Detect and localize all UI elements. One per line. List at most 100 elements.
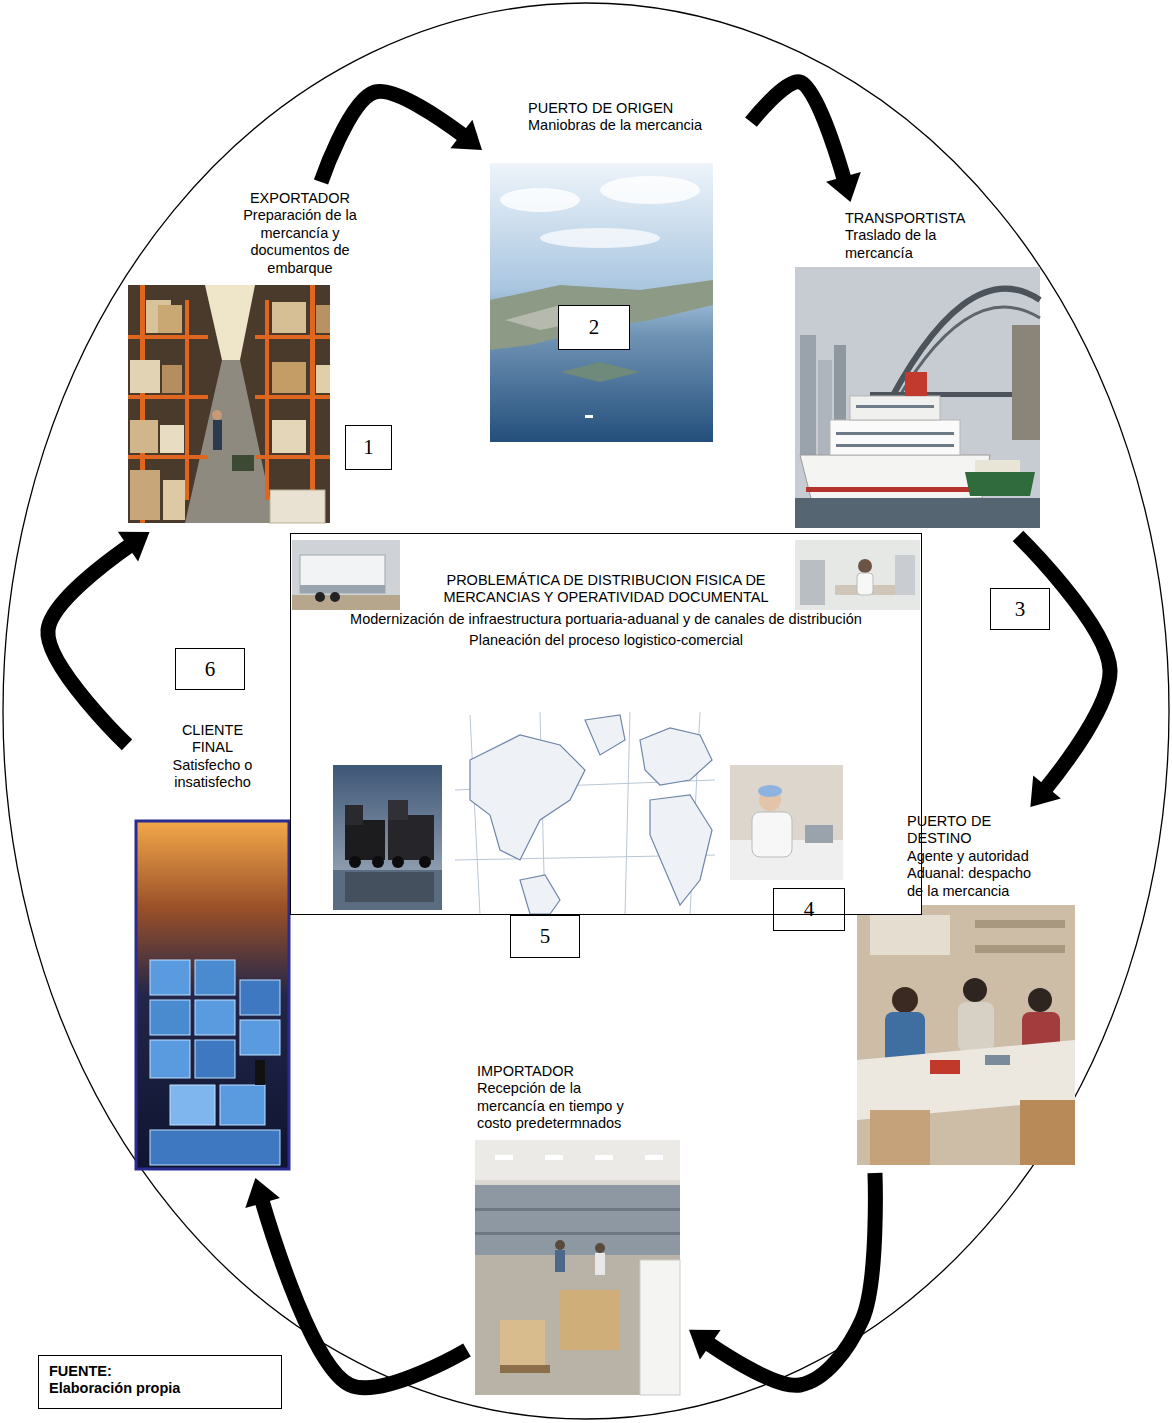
- cold-storage-photo: [255, 1060, 265, 1085]
- arrow-head: [826, 172, 861, 202]
- lab-photo: [758, 785, 782, 797]
- importer-warehouse-photo: [475, 1185, 680, 1255]
- warehouse-photo: [162, 365, 182, 393]
- customs-work-photo: [1020, 1100, 1075, 1165]
- cold-storage-photo: [170, 1085, 215, 1125]
- ship-photo: [856, 405, 934, 408]
- text-group: FUENTE:Elaboración propia: [49, 1363, 271, 1398]
- importer-warehouse-photo: [500, 1320, 545, 1365]
- ship-photo: [830, 420, 960, 455]
- text-group: PROBLEMÁTICA DE DISTRIBUCION FISICA DE M…: [291, 572, 921, 650]
- customs-work-photo: [1028, 988, 1052, 1012]
- world-map: [520, 875, 560, 914]
- trucks-photo: [333, 765, 442, 910]
- importer-warehouse-photo: [475, 1232, 680, 1235]
- cold-storage-photo: [195, 1000, 235, 1035]
- world-map: [470, 735, 585, 860]
- station-title: TRANSPORTISTA: [845, 210, 985, 227]
- arrow-head: [689, 1330, 721, 1360]
- station-group: PUERTO DE DESTINOAgente y autoridad Adua…: [855, 813, 1077, 1167]
- text-group: CLIENTE FINALSatisfecho o insatisfecho: [160, 722, 265, 792]
- arrow-head: [245, 1178, 280, 1208]
- lab-photo: [730, 765, 843, 880]
- aerial-port-photo: [490, 280, 713, 350]
- office-photo: [795, 540, 920, 610]
- warehouse-photo: [128, 455, 208, 459]
- trucks-photo: [345, 820, 385, 860]
- lab-photo: [752, 812, 792, 857]
- office-photo: [895, 555, 915, 595]
- callout-number-box: 6: [175, 648, 245, 690]
- station-description: Maniobras de la mercancia: [528, 117, 743, 134]
- station-title: PUERTO DE ORIGEN: [528, 100, 743, 117]
- customs-work-photo: [985, 1055, 1010, 1065]
- cold-storage-photo: [195, 960, 235, 995]
- importer-warehouse-photo: [595, 1155, 613, 1160]
- arrow-head: [118, 532, 150, 562]
- warehouse-photo: [128, 335, 208, 339]
- warehouse-photo: [255, 455, 330, 459]
- callout-number: 6: [205, 659, 216, 680]
- trailer-photo: [292, 595, 400, 610]
- importer-warehouse-photo: [475, 1140, 680, 1180]
- warehouse-photo: [316, 305, 330, 333]
- warehouse-photo: [185, 300, 189, 500]
- warehouse-photo: [265, 300, 269, 500]
- importer-warehouse-photo: [475, 1208, 680, 1211]
- trucks-photo: [419, 856, 431, 868]
- importer-warehouse-photo: [555, 1250, 565, 1272]
- flow-arrow: [48, 532, 150, 745]
- aerial-port-photo: [560, 362, 640, 382]
- aerial-port-photo: [585, 415, 593, 418]
- aerial-port-photo: [540, 228, 660, 248]
- trucks-photo: [349, 856, 361, 868]
- flow-arrow-group: [689, 1173, 875, 1385]
- warehouse-photo: [160, 425, 184, 453]
- problem-box-ground: [290, 533, 922, 915]
- trailer-photo: [292, 540, 400, 610]
- text-group: 4: [804, 899, 815, 920]
- station-description: Preparación de la mercancía y documentos…: [234, 207, 366, 277]
- warehouse-photo: [213, 420, 222, 450]
- importer-warehouse-photo: [645, 1155, 663, 1160]
- callout-number-box: 1: [345, 425, 392, 470]
- cycle-ellipse: [3, 3, 1169, 1419]
- warehouse-photo: [272, 362, 306, 393]
- station-description: Traslado de la mercancía: [845, 227, 985, 262]
- importer-warehouse-photo: [595, 1253, 605, 1275]
- callout-number: 1: [363, 437, 374, 458]
- ship-photo: [905, 372, 927, 396]
- world-map: [640, 728, 712, 785]
- warehouse-photo: [272, 302, 306, 333]
- ship-photo: [850, 396, 940, 420]
- callout-number: 3: [1015, 599, 1026, 620]
- customs-work-photo: [892, 987, 918, 1013]
- flow-arrow-group: [48, 532, 150, 745]
- ship-photo: [836, 432, 954, 435]
- cold-storage-photo: [240, 980, 280, 1015]
- callout-number: 4: [804, 899, 815, 920]
- callout-number: 5: [540, 926, 551, 947]
- lab-photo: [730, 765, 843, 880]
- flow-arrow-group: [321, 91, 482, 182]
- warehouse-photo: [163, 480, 185, 520]
- problem-box: PROBLEMÁTICA DE DISTRIBUCION FISICA DE M…: [290, 533, 922, 915]
- station-title: IMPORTADOR: [477, 1063, 642, 1080]
- importer-warehouse-photo: [475, 1255, 680, 1395]
- ship-photo: [806, 487, 983, 492]
- flow-arrow-group: [751, 82, 861, 202]
- trailer-photo: [315, 592, 325, 602]
- customs-work-photo: [857, 905, 1075, 1165]
- cold-storage-photo: [150, 1000, 190, 1035]
- problem-text: Modernización de infraestructura portuar…: [327, 611, 885, 628]
- warehouse-photo: [128, 285, 330, 523]
- callout-number-box: 5: [510, 915, 580, 958]
- trucks-photo: [392, 856, 404, 868]
- ship-photo: [836, 444, 954, 447]
- flow-arrow: [689, 1173, 875, 1385]
- customs-work-photo: [975, 920, 1065, 928]
- cold-storage-photo: [150, 1040, 190, 1078]
- customs-work-photo: [870, 1110, 930, 1165]
- text-group: 5: [540, 926, 551, 947]
- customs-work-photo: [975, 945, 1065, 953]
